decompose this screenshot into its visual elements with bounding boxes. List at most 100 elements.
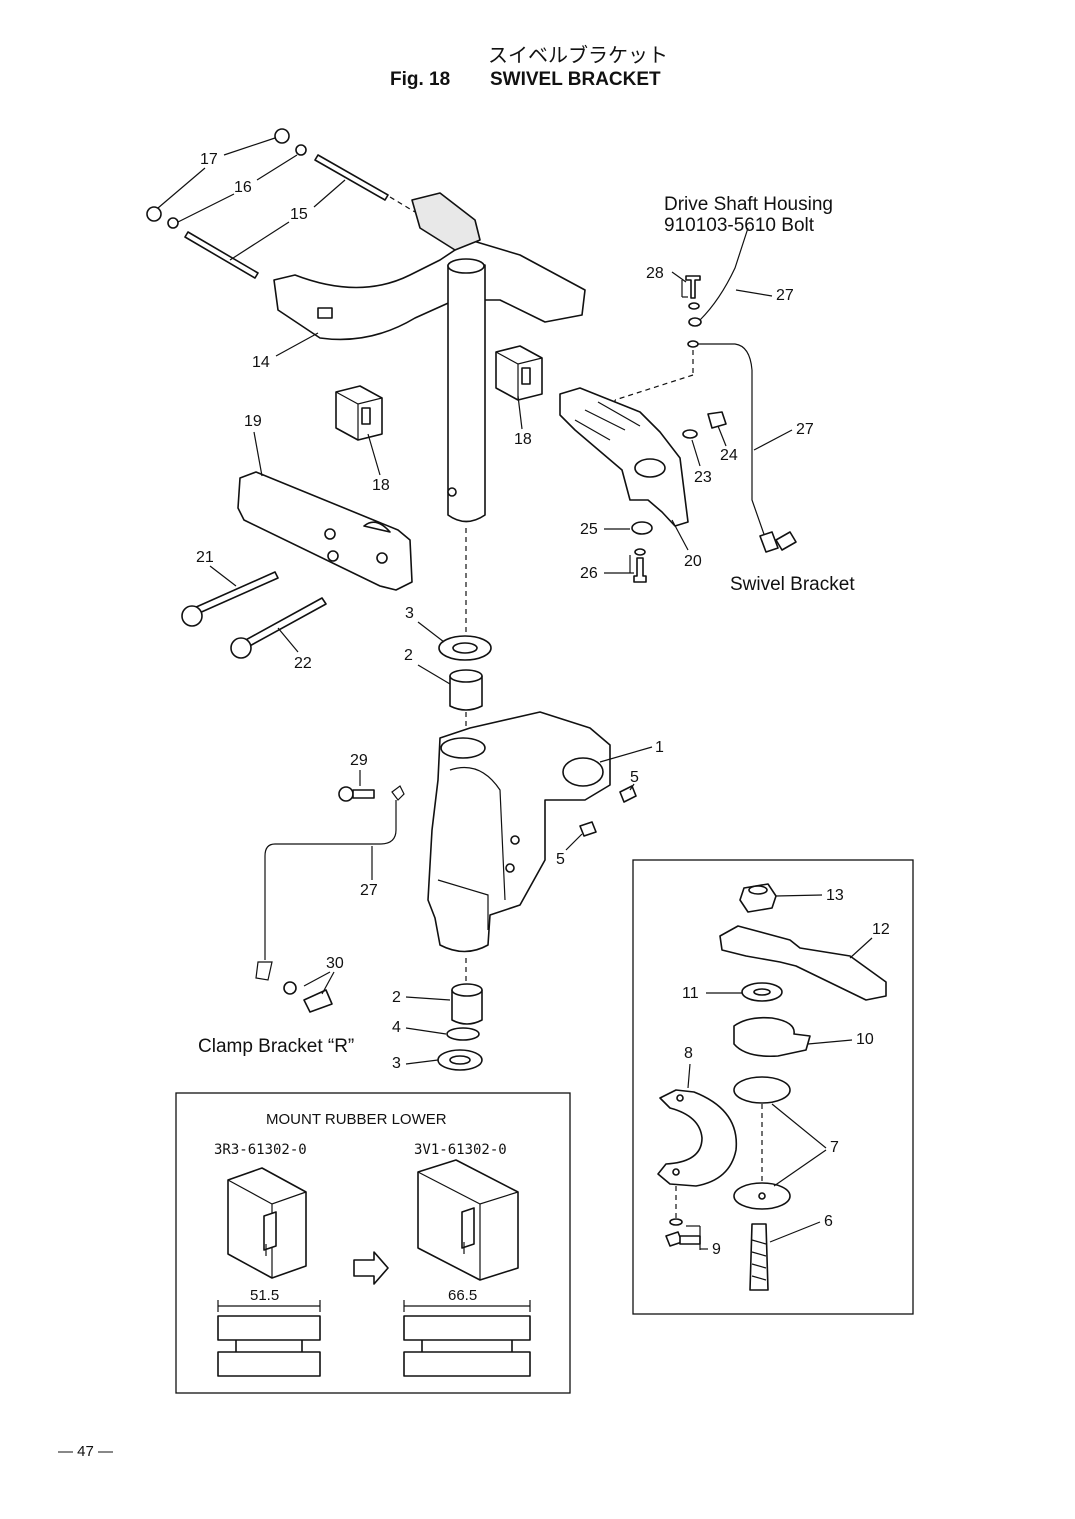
callout-27-right: 27 — [796, 421, 814, 438]
page-number: — 47 — — [58, 1443, 113, 1460]
friction-disc-7-upper — [733, 1076, 791, 1104]
callout-4: 4 — [392, 1019, 401, 1036]
figure-label: Fig. 18 — [390, 69, 450, 90]
bushing-2-upper — [449, 675, 483, 711]
callout-14: 14 — [252, 354, 270, 371]
callout-18-left: 18 — [372, 477, 390, 494]
cable-ring-terminal — [688, 317, 702, 327]
callout-2-lower: 2 — [392, 989, 401, 1006]
callout-15: 15 — [290, 206, 308, 223]
callout-7: 7 — [830, 1139, 839, 1156]
callout-2-upper: 2 — [404, 647, 413, 664]
bushing-2-lower — [451, 989, 483, 1025]
screw-29 — [338, 786, 375, 802]
screw-9 — [665, 1218, 701, 1247]
clamp-bracket-note: Clamp Bracket “R” — [198, 1036, 354, 1057]
ground-cable-27-top — [699, 227, 749, 321]
wire-terminal-lower — [255, 961, 273, 981]
arrow-icon — [353, 1251, 389, 1285]
callout-5-lower: 5 — [556, 851, 565, 868]
steering-shaft — [447, 264, 486, 523]
screw-30 — [283, 981, 333, 1013]
callout-25: 25 — [580, 521, 598, 538]
bolt-26 — [633, 548, 647, 583]
callout-3-lower: 3 — [392, 1055, 401, 1072]
washer-16-top — [295, 144, 307, 156]
inset-new-dimension: 66.5 — [448, 1287, 477, 1304]
ground-cable-27-right — [698, 343, 767, 541]
bolt-22 — [230, 597, 327, 659]
inset-old-dimension: 51.5 — [250, 1287, 279, 1304]
steering-handle-mount — [411, 192, 481, 251]
mount-rubber-old — [227, 1167, 307, 1279]
inset-title: MOUNT RUBBER LOWER — [266, 1111, 447, 1128]
callout-20: 20 — [684, 553, 702, 570]
callout-23: 23 — [694, 469, 712, 486]
stud-15-top — [314, 154, 389, 201]
bolt-21 — [181, 571, 279, 627]
callout-18-right: 18 — [514, 431, 532, 448]
circlip-4 — [446, 1027, 480, 1041]
drive-shaft-note-line2: 910103-5610 Bolt — [664, 215, 815, 236]
callout-27-left: 27 — [360, 882, 378, 899]
arm-slot — [317, 307, 333, 319]
grease-nipple-5-upper — [619, 785, 637, 803]
callout-10: 10 — [856, 1031, 874, 1048]
mount-rubber-new — [417, 1159, 519, 1281]
wire-terminal-upper — [391, 785, 405, 801]
callout-24: 24 — [720, 447, 738, 464]
callout-11: 11 — [682, 985, 699, 1002]
section-old — [217, 1315, 321, 1377]
grease-nipple-5-lower — [579, 821, 597, 837]
cable-ring-terminal-2 — [687, 340, 699, 348]
callout-9: 9 — [712, 1241, 721, 1258]
detail-box-right — [632, 859, 914, 1315]
callout-26: 26 — [580, 565, 598, 582]
steering-arm-14 — [273, 239, 586, 341]
mount-rubber-18-right — [495, 345, 543, 401]
swivel-bracket-note: Swivel Bracket — [730, 574, 855, 595]
ground-wire-27 — [264, 800, 397, 960]
inset-new-part-number: 3V1-61302-0 — [414, 1142, 507, 1158]
section-new — [403, 1315, 531, 1377]
cable-end-screw — [759, 531, 797, 553]
swivel-bracket-1 — [427, 711, 611, 953]
washer-23 — [682, 429, 698, 439]
friction-arm-8 — [657, 1089, 738, 1187]
steering-arm-group — [146, 128, 586, 640]
title-japanese: スイベルブラケット — [488, 43, 668, 67]
callout-6: 6 — [824, 1213, 833, 1230]
inset-old-part-number: 3R3-61302-0 — [214, 1142, 307, 1158]
callout-19: 19 — [244, 413, 262, 430]
callout-30: 30 — [326, 955, 344, 972]
bolt-28 — [685, 275, 701, 310]
callout-8: 8 — [684, 1045, 693, 1062]
mount-rubber-18-left — [335, 385, 383, 441]
nut-17-bottom — [146, 206, 162, 222]
drive-shaft-note-line1: Drive Shaft Housing — [664, 194, 833, 215]
callout-5-upper: 5 — [630, 769, 639, 786]
shaft-top — [447, 258, 485, 274]
stud-15-bottom — [184, 231, 259, 279]
swivel-bracket-20 — [559, 387, 689, 527]
callout-29: 29 — [350, 752, 368, 769]
title-english: SWIVEL BRACKET — [490, 69, 661, 90]
callout-1: 1 — [655, 739, 664, 756]
nut-17-top — [274, 128, 290, 144]
callout-21: 21 — [196, 549, 214, 566]
callout-13: 13 — [826, 887, 844, 904]
shaft-hole — [447, 487, 457, 497]
callout-3-upper: 3 — [405, 605, 414, 622]
callout-16: 16 — [234, 179, 252, 196]
washer-16-bottom — [167, 217, 179, 229]
mount-rubber-inset-box — [175, 1092, 571, 1394]
mount-plate-19 — [237, 471, 413, 591]
callout-28: 28 — [646, 265, 664, 282]
nut-13 — [739, 883, 777, 913]
callout-27-top: 27 — [776, 287, 794, 304]
callout-17: 17 — [200, 151, 218, 168]
cap-25 — [631, 521, 653, 535]
callout-12: 12 — [872, 921, 890, 938]
callout-22: 22 — [294, 655, 312, 672]
tiller-plate-12 — [719, 925, 887, 1001]
